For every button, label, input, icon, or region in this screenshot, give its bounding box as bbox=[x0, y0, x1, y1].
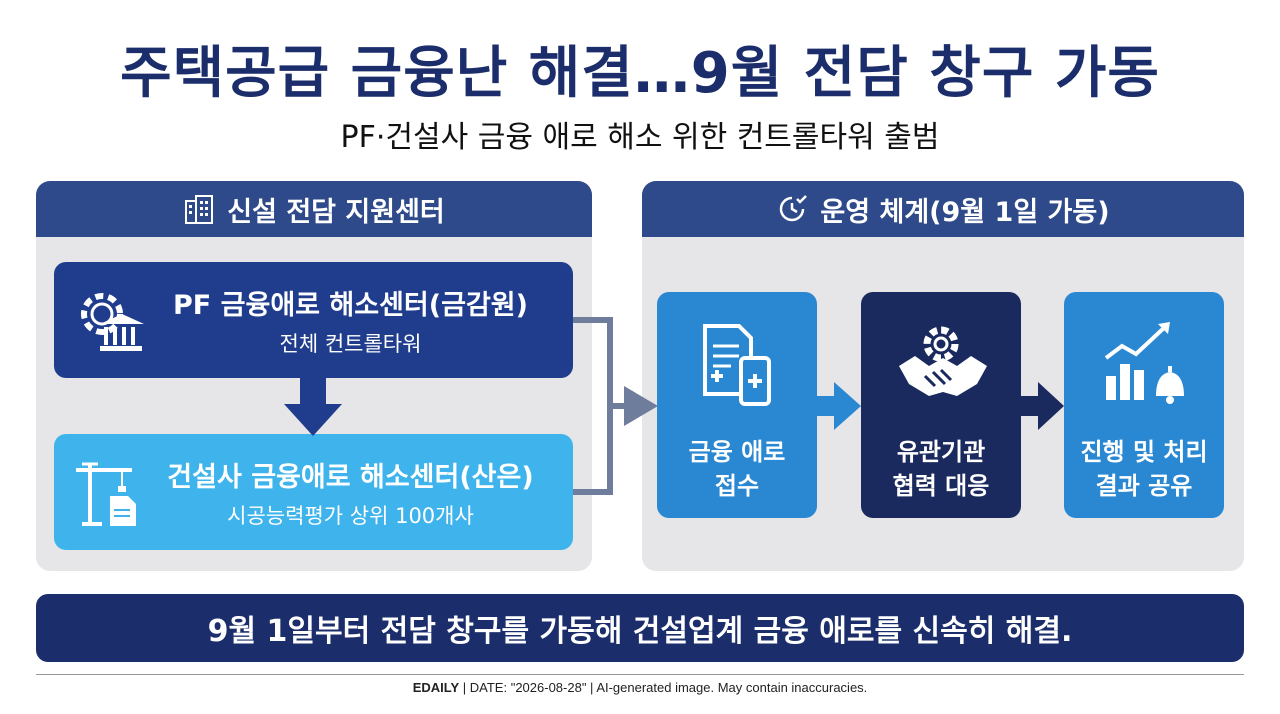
summary-banner: 9월 1일부터 전담 창구를 가동해 건설업계 금융 애로를 신속히 해결. bbox=[36, 594, 1244, 662]
footer: EDAILY | DATE: "2026-08-28" | AI-generat… bbox=[0, 680, 1280, 695]
page-subtitle: PF·건설사 금융 애로 해소 위한 컨트롤타워 출범 bbox=[340, 120, 940, 155]
step-cooperate: 유관기관 협력 대응 bbox=[861, 292, 1021, 518]
construction-center-name: 건설사 금융애로 해소센터(산은) bbox=[167, 461, 534, 493]
document-phone-icon bbox=[703, 324, 771, 406]
crane-document-icon bbox=[76, 462, 136, 526]
pf-center-name: PF 금융애로 해소센터(금감원) bbox=[173, 289, 528, 321]
footer-divider bbox=[36, 674, 1244, 675]
footer-brand: EDAILY bbox=[412, 680, 460, 695]
building-icon bbox=[185, 195, 214, 224]
operation-header-label: 운영 체계(9월 1일 가동) bbox=[820, 196, 1110, 228]
handshake-gear-icon bbox=[899, 326, 987, 396]
pf-center-desc: 전체 컨트롤타워 bbox=[279, 331, 422, 356]
support-center-header-label: 신설 전담 지원센터 bbox=[227, 196, 445, 228]
construction-finance-center-box: 건설사 금융애로 해소센터(산은) 시공능력평가 상위 100개사 bbox=[54, 434, 573, 550]
operation-header: 운영 체계(9월 1일 가동) bbox=[642, 181, 1244, 237]
step-receive-label: 금융 애로 접수 bbox=[688, 438, 786, 500]
step-share: 진행 및 처리 결과 공유 bbox=[1064, 292, 1224, 518]
step-share-label: 진행 및 처리 결과 공유 bbox=[1080, 438, 1208, 500]
step-receive: 금융 애로 접수 bbox=[657, 292, 817, 518]
gear-bank-icon bbox=[81, 293, 144, 351]
support-center-header: 신설 전담 지원센터 bbox=[36, 181, 592, 237]
chart-bell-icon bbox=[1104, 322, 1184, 404]
step-cooperate-label: 유관기관 협력 대응 bbox=[892, 438, 990, 500]
footer-text: | DATE: "2026-08-28" | AI-generated imag… bbox=[459, 680, 868, 695]
clock-check-icon bbox=[780, 195, 808, 222]
construction-center-desc: 시공능력평가 상위 100개사 bbox=[227, 503, 474, 528]
page-title: 주택공급 금융난 해결…9월 전담 창구 가동 bbox=[120, 41, 1160, 106]
pf-finance-center-box: PF 금융애로 해소센터(금감원) 전체 컨트롤타워 bbox=[54, 262, 573, 378]
